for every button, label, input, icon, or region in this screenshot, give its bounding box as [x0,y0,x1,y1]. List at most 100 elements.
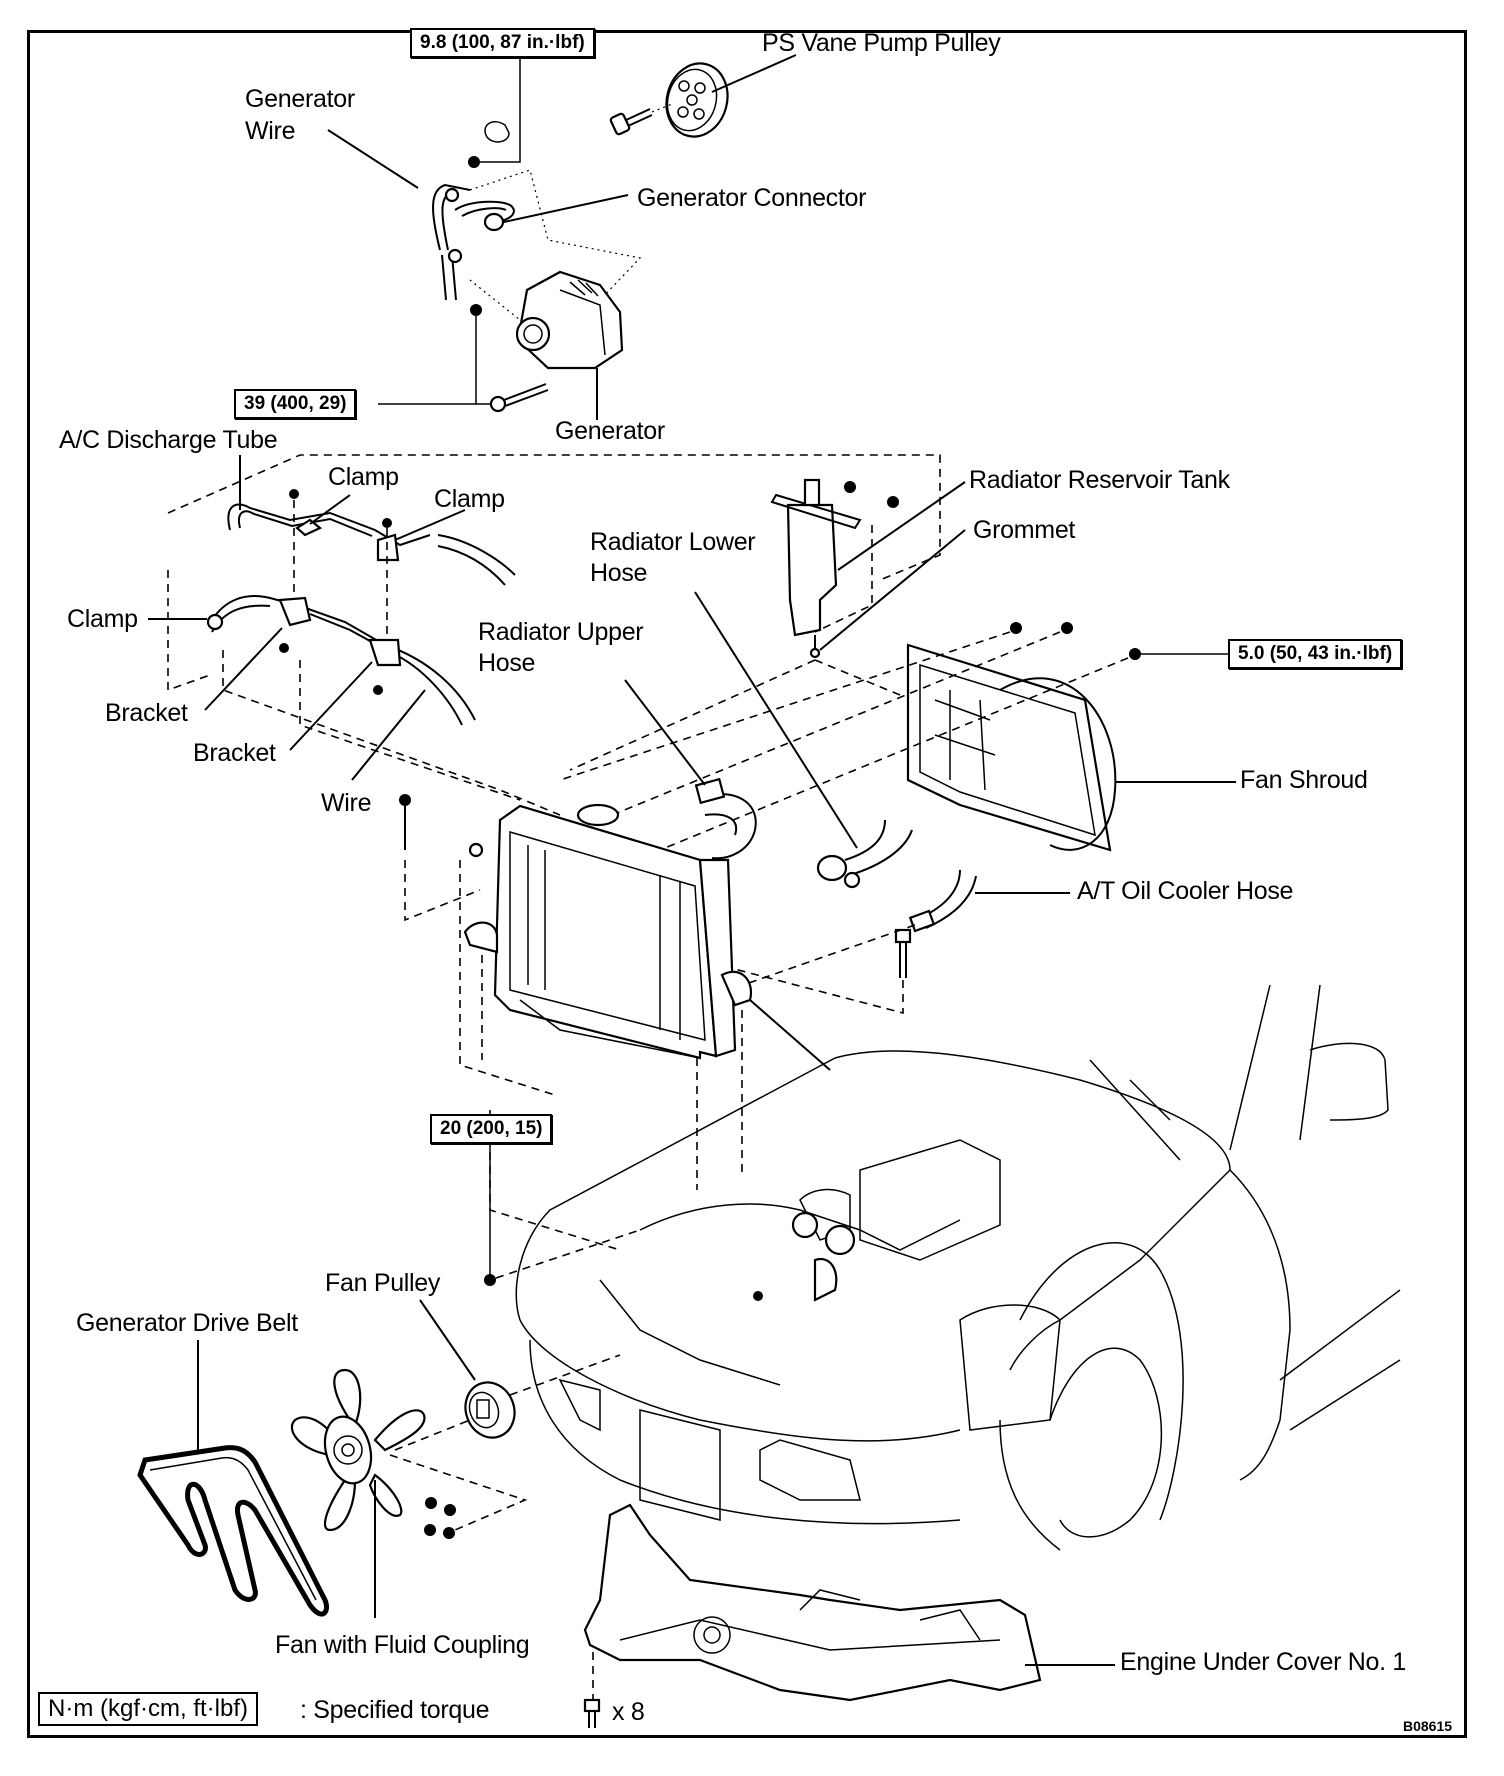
torque-spec-fan-nut: 20 (200, 15) [430,1114,553,1144]
leader-generator-wire [327,129,419,189]
assembly-guide [222,650,561,816]
clamp-icon [376,533,400,562]
bolt-icon [1129,648,1141,660]
label-generator-wire-2: Wire [245,117,296,145]
diagram-frame [27,30,1467,1738]
label-radiator-lower-hose-1: Radiator Lower [590,528,756,556]
bolt-icon [1010,622,1022,634]
leader-clamp-1 [309,494,351,525]
label-clamp-left: Clamp [67,605,138,633]
bolt-icon [289,489,299,499]
assembly-guide [559,631,1011,781]
leader-bracket-2 [289,661,373,751]
generator-bolt-icon [489,383,549,413]
grommet-icon [809,647,821,659]
label-radiator-lower-hose-2: Hose [590,559,648,587]
torque-spec-fan-shroud-bolt: 5.0 (50, 43 in.·lbf) [1228,639,1403,669]
leader-bracket-1 [204,627,283,711]
assembly-guide [509,1354,621,1396]
assembly-guide-generator [469,169,642,321]
bracket-icon [368,638,402,667]
assembly-guide [569,659,816,771]
bolt-icon [373,685,383,695]
fan-nuts-icon [424,1497,456,1539]
bolt-icon [887,496,899,508]
label-fan-pulley: Fan Pulley [325,1269,441,1297]
fan-pulley-icon [464,1381,516,1439]
label-radiator-upper-hose-1: Radiator Upper [478,618,644,646]
bolt-icon [279,643,289,653]
label-bracket-2: Bracket [193,739,276,767]
label-radiator-upper-hose-2: Hose [478,649,536,677]
pulley-bolt-icon [609,103,673,136]
leader-torque-9.8 [480,55,521,163]
fan-with-fluid-coupling-icon [290,1368,426,1532]
assembly-guide [459,860,556,1096]
clamp-icon [206,613,224,631]
legend-torque-unit-box: N·m (kgf·cm, ft·lbf) [38,1692,258,1726]
radiator-icon [463,803,753,1060]
ps-vane-pump-pulley-icon [665,62,729,138]
nut-icon [484,1274,496,1286]
label-ps-vane-pump-pulley: PS Vane Pump Pulley [762,29,1001,57]
assembly-guide [299,660,521,801]
assembly-guide [404,860,481,922]
assembly-guide-ac [167,570,211,692]
leader-radiator-bracket [749,999,831,1071]
bolt-icon [382,518,392,528]
torque-spec-generator-wire-nut: 9.8 (100, 87 in.·lbf) [410,28,595,58]
assembly-guide [659,657,1129,851]
label-fan-shroud: Fan Shroud [1240,766,1368,794]
leader-ps-pump [711,54,797,93]
label-fan-with-fluid-coupling: Fan with Fluid Coupling [275,1631,530,1659]
legend-bolt-count: x 8 [612,1698,645,1726]
leader-radiator-upper-hose [624,679,706,786]
label-ac-discharge-tube: A/C Discharge Tube [59,426,278,454]
generator-drive-belt-icon [137,1445,329,1617]
assembly-guide-top [167,454,941,581]
clamp-icon [295,518,323,537]
at-oil-cooler-hose-icon [908,869,977,933]
figure-code: B08615 [1403,1718,1453,1734]
assembly-guide [814,659,901,696]
assembly-guide [389,1454,528,1531]
label-generator-drive-belt: Generator Drive Belt [76,1309,298,1337]
assembly-guide [495,1229,641,1279]
generator-icon [515,270,624,370]
leader-fan-pulley [419,1299,476,1381]
label-radiator-reservoir-tank: Radiator Reservoir Tank [969,466,1230,494]
terminal-cap-icon [484,121,510,143]
label-clamp-2: Clamp [434,485,505,513]
torque-spec-generator-bolt: 39 (400, 29) [234,389,357,419]
nut-icon [468,156,480,168]
leader-radiator-lower-hose [694,591,858,849]
bolt-icon [399,794,411,806]
engine-under-cover-icon [583,1503,1042,1702]
nut-icon [470,304,482,316]
legend-torque-description: : Specified torque [300,1696,490,1724]
label-wire: Wire [321,789,372,817]
radiator-upper-hose-icon [694,777,757,860]
bolt-icon [1061,622,1073,634]
label-generator-wire-1: Generator [245,85,355,113]
bolt-icon [844,481,856,493]
assembly-guide [699,959,904,1015]
label-generator: Generator [555,417,665,445]
vehicle-front-icon [515,984,1401,1551]
leader-wire [351,689,426,781]
label-generator-connector: Generator Connector [637,184,867,212]
label-engine-under-cover: Engine Under Cover No. 1 [1120,1648,1407,1676]
leader-clamp-2 [394,509,466,541]
bracket-icon [278,596,312,627]
bolt-icon [894,928,912,978]
radiator-lower-hose-icon [816,819,913,889]
radiator-reservoir-tank-icon [770,478,862,650]
ac-discharge-tube-icon [227,503,516,586]
label-at-oil-cooler-hose: A/T Oil Cooler Hose [1077,877,1294,905]
label-bracket-1: Bracket [105,699,188,727]
leader-grommet [819,529,966,651]
fan-shroud-icon [906,643,1117,852]
label-clamp-1: Clamp [328,463,399,491]
leader-reservoir-tank [837,481,966,571]
